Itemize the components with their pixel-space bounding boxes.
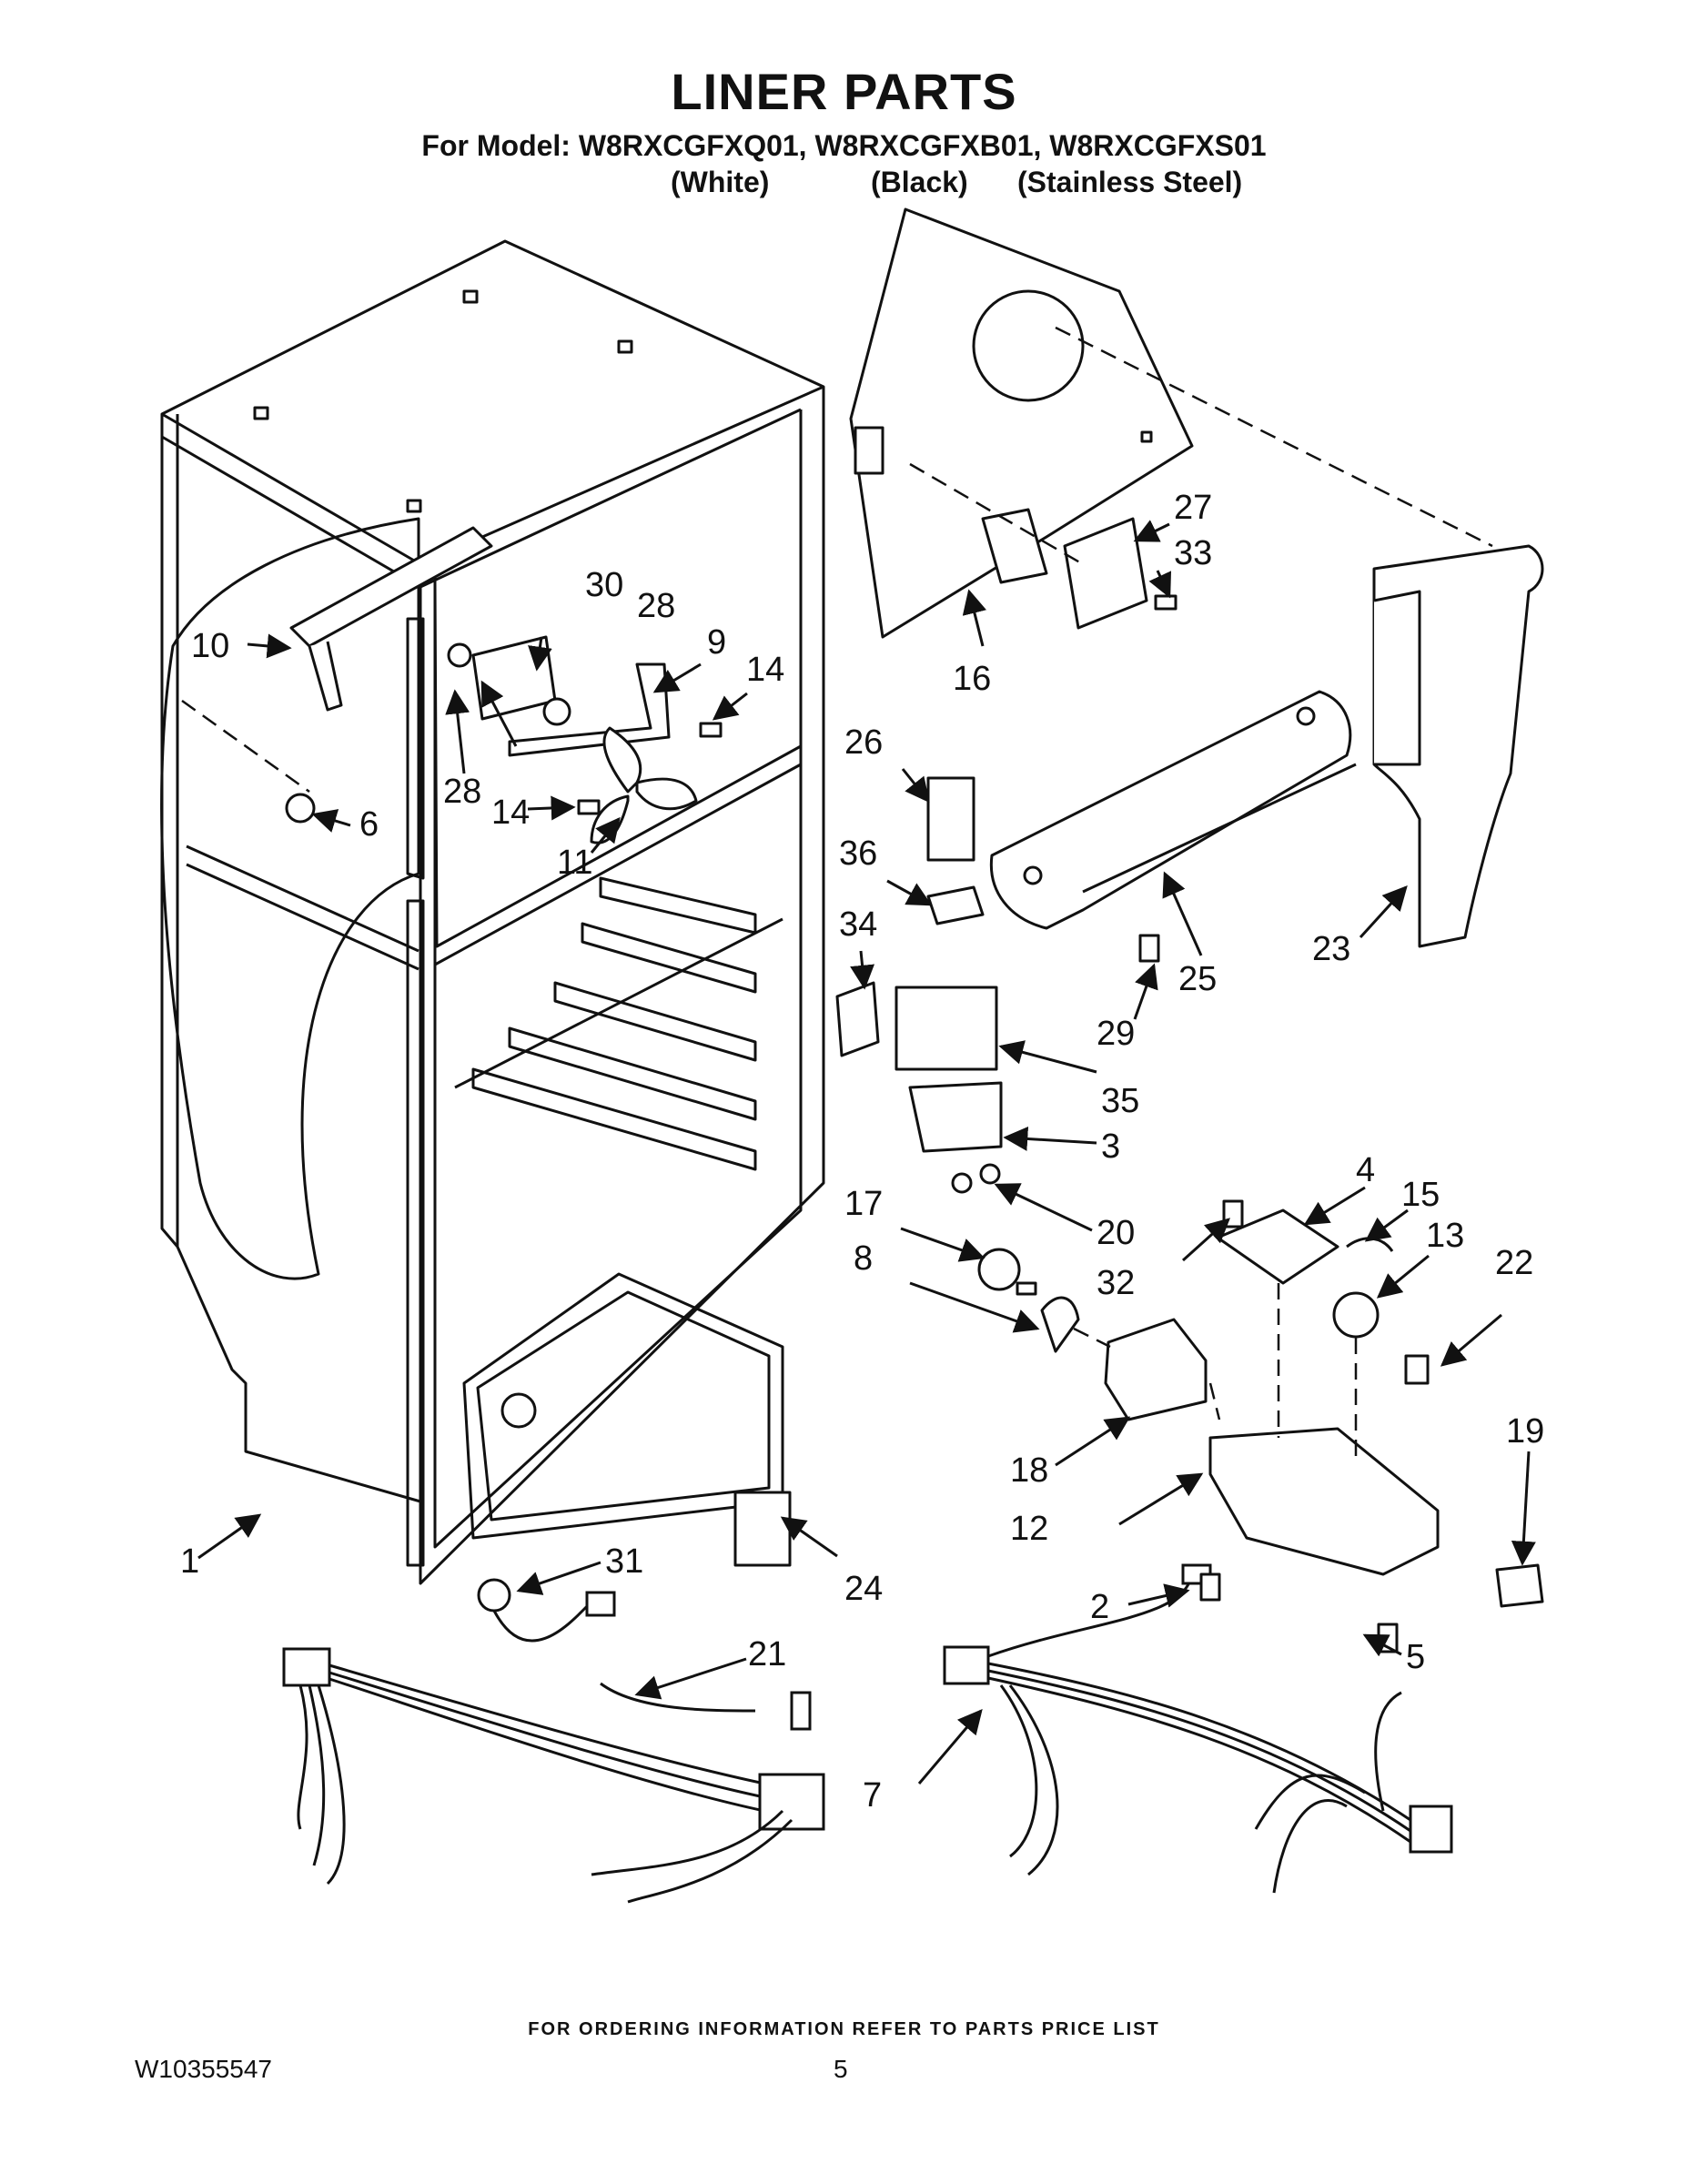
callout-9: 9: [707, 623, 726, 662]
leader-arrows: [197, 520, 1536, 1785]
callout-15: 15: [1401, 1176, 1440, 1214]
air-duct-drawing: [1372, 544, 1544, 948]
assembly-dash-lines: [181, 326, 1493, 1456]
color-white: (White): [671, 166, 770, 198]
callout-27: 27: [1174, 489, 1212, 527]
page-title: LINER PARTS: [671, 63, 1017, 120]
callout-2: 2: [1090, 1588, 1109, 1626]
callout-4: 4: [1356, 1151, 1375, 1189]
model-line: For Model: W8RXCGFXQ01, W8RXCGFXB01, W8R…: [421, 129, 1267, 162]
evaporator-cover-drawing: [849, 207, 1194, 639]
callout-6: 6: [359, 805, 379, 844]
callout-7: 7: [863, 1776, 882, 1815]
callout-29: 29: [1097, 1015, 1135, 1053]
callout-12: 12: [1010, 1510, 1048, 1548]
callout-14b: 14: [746, 651, 784, 689]
page-number: 5: [834, 2055, 848, 2083]
callout-33: 33: [1174, 534, 1212, 572]
callout-22: 22: [1495, 1244, 1533, 1282]
document-number: W10355547: [135, 2055, 273, 2083]
callout-14a: 14: [491, 794, 530, 832]
small-parts-drawing: [285, 517, 1544, 1653]
callout-11: 11: [557, 844, 592, 882]
callout-20: 20: [1097, 1214, 1135, 1252]
callout-17: 17: [844, 1185, 883, 1223]
callout-26: 26: [844, 723, 883, 762]
callout-36: 36: [839, 834, 877, 873]
callout-18: 18: [1010, 1451, 1048, 1490]
color-black: (Black): [871, 166, 968, 198]
callout-5: 5: [1406, 1638, 1425, 1676]
callout-10: 10: [191, 627, 229, 665]
wire-harness-21-drawing: [282, 1578, 825, 1904]
color-stainless: (Stainless Steel): [1017, 166, 1243, 198]
callout-23: 23: [1312, 930, 1350, 968]
callout-32: 32: [1097, 1264, 1135, 1302]
callout-19: 19: [1506, 1412, 1544, 1451]
callout-21: 21: [748, 1635, 786, 1673]
callout-3: 3: [1101, 1127, 1120, 1166]
callout-31: 31: [605, 1542, 643, 1581]
ordering-note: FOR ORDERING INFORMATION REFER TO PARTS …: [528, 2019, 1160, 2039]
callout-24: 24: [844, 1570, 883, 1608]
liner-cabinet-drawing: [160, 239, 825, 1585]
callout-16: 16: [953, 660, 991, 698]
callout-13: 13: [1426, 1217, 1464, 1255]
callout-28a: 28: [443, 773, 481, 811]
wire-harness-7-drawing: [943, 1563, 1453, 1894]
callout-35: 35: [1101, 1082, 1139, 1120]
callout-25: 25: [1178, 960, 1217, 998]
callout-1: 1: [180, 1542, 199, 1581]
callout-28b: 28: [637, 587, 675, 625]
callout-34: 34: [839, 905, 877, 944]
callout-8: 8: [854, 1239, 873, 1278]
callout-30: 30: [585, 566, 623, 604]
callout-labels: 1 2 3 4 5 6 7 8 9 10 11 12 13 14 14 15 1…: [180, 489, 1544, 1815]
control-housing-drawing: [989, 690, 1357, 930]
